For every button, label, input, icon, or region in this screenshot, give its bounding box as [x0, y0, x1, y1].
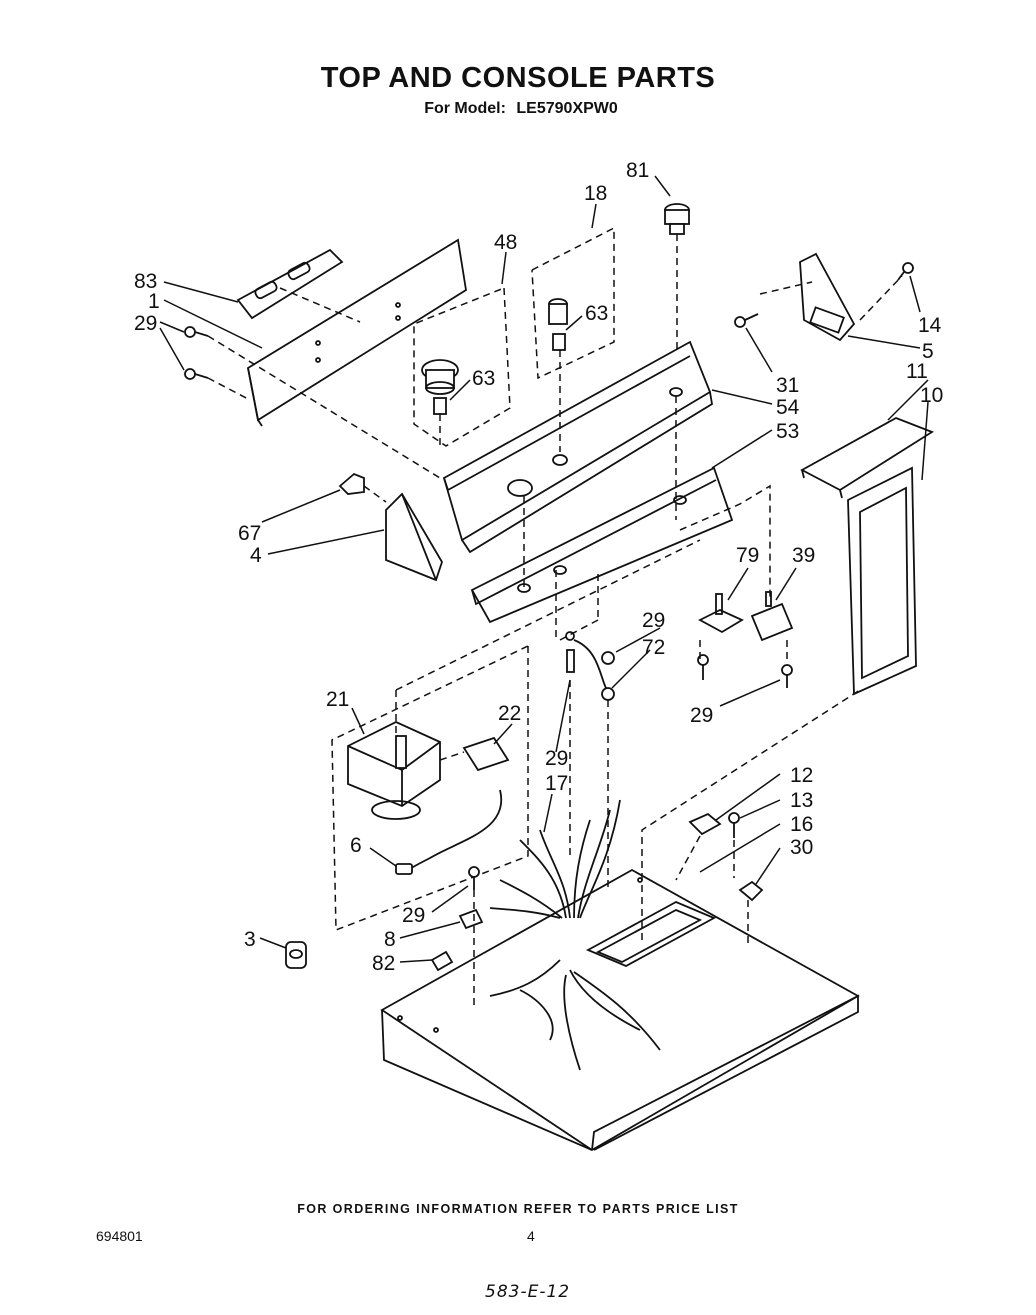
callout-53: 53	[776, 420, 799, 443]
callout-3: 3	[244, 928, 256, 951]
callout-11: 11	[906, 360, 928, 383]
clip-8	[458, 908, 484, 930]
callout-1: 1	[148, 290, 160, 313]
callout-17: 17	[545, 772, 568, 795]
ground-wire-72	[565, 631, 615, 701]
assembly-lines	[207, 275, 903, 1010]
callout-18: 18	[584, 182, 607, 205]
switch-5	[799, 252, 856, 342]
callout-79: 79	[736, 544, 759, 567]
callout-29-center: 29	[545, 747, 568, 770]
callout-29-ground: 29	[642, 609, 665, 632]
callout-4: 4	[250, 544, 262, 567]
callout-63-left: 63	[472, 367, 495, 390]
callout-6: 6	[350, 834, 362, 857]
page-number: 4	[527, 1228, 535, 1244]
screw-13	[728, 812, 740, 838]
end-cap-4	[385, 492, 443, 582]
callout-48: 48	[494, 231, 517, 254]
bumper-81	[664, 203, 690, 388]
console-bracket-83	[236, 248, 344, 320]
document-number: 694801	[96, 1228, 143, 1244]
clip-67	[338, 472, 365, 495]
nut-30	[738, 880, 764, 902]
screw-29-timer	[468, 866, 480, 890]
model-line: For Model: LE5790XPW0	[0, 100, 1036, 118]
screw-31	[734, 313, 759, 328]
callout-leaders	[159, 175, 929, 963]
callout-63-right: 63	[585, 302, 608, 325]
lint-screen-cover-11	[800, 417, 934, 499]
group-18-boundary	[531, 226, 615, 380]
callout-10: 10	[920, 384, 943, 407]
bracket-3	[285, 941, 307, 969]
wire-harness-17	[489, 799, 661, 1071]
callout-54: 54	[776, 396, 800, 419]
callout-21: 21	[326, 688, 349, 711]
callout-82: 82	[372, 952, 395, 975]
handwritten-code: 583-E-12	[485, 1282, 571, 1302]
callout-5: 5	[922, 340, 934, 363]
callout-29-timer: 29	[402, 904, 425, 927]
callout-8: 8	[384, 928, 396, 951]
callout-22: 22	[498, 702, 521, 725]
console-54	[442, 340, 713, 554]
knob-18	[548, 298, 568, 351]
timer-21	[347, 721, 441, 820]
switch-39	[750, 591, 794, 642]
page-title: TOP AND CONSOLE PARTS	[320, 62, 716, 94]
callout-13: 13	[790, 789, 813, 812]
model-number: LE5790XPW0	[516, 100, 618, 117]
screw-29-upper	[184, 326, 209, 338]
group-21-boundary	[331, 645, 529, 932]
callout-31: 31	[776, 374, 799, 397]
ordering-note: FOR ORDERING INFORMATION REFER TO PARTS …	[297, 1202, 739, 1216]
callout-12: 12	[790, 764, 813, 787]
backsplash-53	[470, 466, 734, 624]
screw-29-lower	[184, 368, 209, 380]
bracket-22	[462, 736, 510, 772]
callout-29-right: 29	[690, 704, 713, 727]
switch-79	[698, 593, 744, 634]
console-end-panel	[246, 238, 467, 427]
knob-assembly-48	[421, 359, 459, 415]
callout-30: 30	[790, 836, 813, 859]
callout-81: 81	[626, 159, 649, 182]
lint-screen-10	[847, 466, 917, 696]
plug-82	[430, 950, 454, 972]
callout-72: 72	[642, 636, 665, 659]
model-label: For Model:	[424, 100, 506, 117]
group-48-boundary	[413, 287, 511, 447]
callout-39: 39	[792, 544, 815, 567]
screw-29-right-b	[781, 664, 793, 688]
callout-14: 14	[918, 314, 942, 337]
harness-6	[395, 789, 503, 875]
callout-83: 83	[134, 270, 157, 293]
bracket-12	[688, 812, 722, 836]
top-panel	[380, 868, 860, 1152]
callout-67: 67	[238, 522, 261, 545]
callout-29-upper: 29	[134, 312, 157, 335]
callout-16: 16	[790, 813, 813, 836]
